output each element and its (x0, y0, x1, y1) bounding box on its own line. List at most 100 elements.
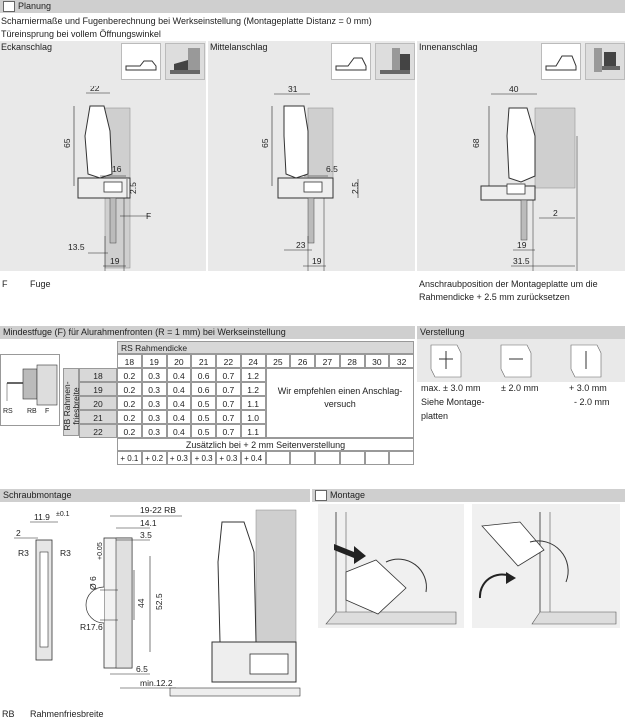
eck-dim-f: F (146, 211, 151, 221)
fuge-cell: 0.3 (141, 368, 167, 382)
tool-icon (315, 490, 327, 502)
verstellung-label-1: max. ± 3.0 mm (421, 383, 481, 393)
fuge-col-27: 27 (315, 354, 340, 368)
schraub-legend-val: Rahmenfriesbreite (30, 709, 104, 719)
fuge-rb-value: 18 (79, 368, 117, 382)
fuge-rb-value: 19 (79, 382, 117, 396)
fuge-header: Mindestfuge (F) für Alurahmenfronten (R … (0, 326, 415, 339)
verstellung-label-2: ± 2.0 mm (501, 383, 539, 393)
fuge-cell: 1.0 (240, 410, 266, 424)
fuge-extra-cell: + 0.2 (141, 451, 167, 465)
mittelanschlag-title: Mittelanschlag (210, 42, 268, 52)
verstellung-note-2: platten (421, 411, 449, 421)
fuge-cell: 0.7 (216, 410, 241, 424)
fuge-col-headers: 18 19 20 21 22 24 25 26 27 28 30 32 (117, 354, 414, 368)
fuge-extra-cell: + 0.1 (117, 451, 142, 465)
planung-line2: Türeinsprung bei vollem Öffnungswinkel (1, 29, 161, 39)
fuge-cell: 0.7 (216, 382, 241, 396)
fuge-diagram: RS RB F (3, 364, 58, 415)
schraub-legend-key: RB (2, 709, 15, 719)
verstellung-icons (430, 344, 602, 378)
fuge-cell: 0.2 (117, 382, 142, 396)
fuge-col-32: 32 (389, 354, 414, 368)
legend-f-key: F (2, 279, 8, 289)
schraub-dim-119-tol: ±0.1 (56, 511, 70, 518)
fuge-cell: 0.7 (216, 368, 241, 382)
eck-dim-19: 19 (110, 256, 120, 266)
schraub-dim-65: 6.5 (136, 664, 148, 674)
innenanschlag-thumb-2 (585, 43, 625, 80)
schraub-dim-r176: R17.6 (80, 622, 103, 632)
eckanschlag-title: Eckanschlag (1, 42, 53, 52)
fuge-cell: 0.3 (141, 410, 167, 424)
fuge-col-21: 21 (191, 354, 216, 368)
schraub-dim-119: 11.9 (34, 512, 50, 522)
schraub-dim-141: 14.1 (140, 518, 157, 528)
schraub-header: Schraubmontage (0, 489, 310, 502)
schraub-dim-44: 44 (136, 598, 146, 608)
fuge-cell: 0.4 (166, 382, 192, 396)
verstellung-label-3: + 3.0 mm (569, 383, 607, 393)
schraub-dim-d6: Ø 6 (88, 576, 98, 590)
fuge-recommend-1: Wir empfehlen einen Anschlag- (277, 386, 403, 396)
fuge-cell: 0.3 (141, 382, 167, 396)
verstellung-header: Verstellung (417, 326, 625, 339)
fuge-col-24: 24 (240, 354, 266, 368)
mittel-dim-23: 23 (296, 240, 306, 250)
fuge-cell: 0.5 (191, 396, 216, 410)
fuge-col-28: 28 (339, 354, 365, 368)
fuge-cell: 0.5 (191, 424, 216, 438)
verstellung-icon-1 (430, 344, 462, 378)
fuge-recommend-box: Wir empfehlen einen Anschlag- versuch (266, 368, 414, 438)
eck-dim-22: 22 (90, 86, 100, 93)
fuge-extra-label: Zusätzlich bei + 2 mm Seitenverstellung (117, 438, 414, 451)
fuge-col-19: 19 (141, 354, 167, 368)
fuge-cell: 0.2 (117, 424, 142, 438)
fuge-extra-cell: + 0.4 (240, 451, 266, 465)
planung-line1: Scharniermaße und Fugenberechnung bei We… (1, 16, 372, 26)
eck-dim-65: 65 (62, 138, 72, 148)
schraub-dim-min: min.12.2 (140, 678, 173, 688)
fuge-cell: 1.1 (240, 396, 266, 410)
schraub-dim-1922: 19-22 RB (140, 505, 176, 515)
fuge-rb-value: 22 (79, 424, 117, 438)
fuge-cell: 0.2 (117, 368, 142, 382)
montage-header-label: Montage (330, 490, 366, 500)
fuge-col-26: 26 (290, 354, 315, 368)
fuge-extra-cell-empty (290, 451, 315, 465)
fuge-rs-label: RS Rahmendicke (117, 341, 414, 354)
eck-dim-135: 13.5 (68, 242, 85, 252)
fuge-cell: 0.4 (166, 368, 192, 382)
eckanschlag-drawing: 22 65 16 2.5 F 13.5 19 (62, 86, 151, 271)
fuge-rb-value: 20 (79, 396, 117, 410)
eckanschlag-thumb-1 (121, 43, 161, 80)
fuge-cell: 0.7 (216, 396, 241, 410)
fuge-diag-rb: RB (27, 408, 37, 415)
fuge-rb-label-cell: RB Rahmen-friesbreite (62, 368, 81, 436)
fuge-cell: 0.4 (166, 396, 192, 410)
fuge-col-30: 30 (364, 354, 390, 368)
fuge-extra-row: + 0.1 + 0.2 + 0.3 + 0.3 + 0.3 + 0.4 (117, 451, 414, 465)
planung-header-label: Planung (18, 1, 52, 11)
schraub-dim-r3b: R3 (60, 548, 71, 558)
fuge-recommend-2: versuch (324, 399, 356, 409)
fuge-extra-cell-empty (265, 451, 291, 465)
schraub-drawing: 11.9 ±0.1 2 R3 R3 19-22 RB 14.1 3.5 Ø 6 … (14, 505, 301, 697)
verstellung-label-3b: - 2.0 mm (574, 397, 610, 407)
fuge-cell: 0.5 (191, 410, 216, 424)
legend-f-val: Fuge (30, 279, 51, 289)
schraub-dim-2: 2 (16, 528, 21, 538)
eckanschlag-thumb-2 (165, 43, 205, 80)
innen-dim-40: 40 (509, 86, 519, 94)
fuge-col-20: 20 (166, 354, 192, 368)
montage-drawing-2 (472, 504, 620, 628)
fuge-extra-cell-empty (339, 451, 365, 465)
fuge-cell: 0.6 (191, 368, 216, 382)
montage-header: Montage (312, 489, 625, 502)
innen-dim-315: 31.5 (513, 256, 530, 266)
fuge-cell: 0.2 (117, 410, 142, 424)
